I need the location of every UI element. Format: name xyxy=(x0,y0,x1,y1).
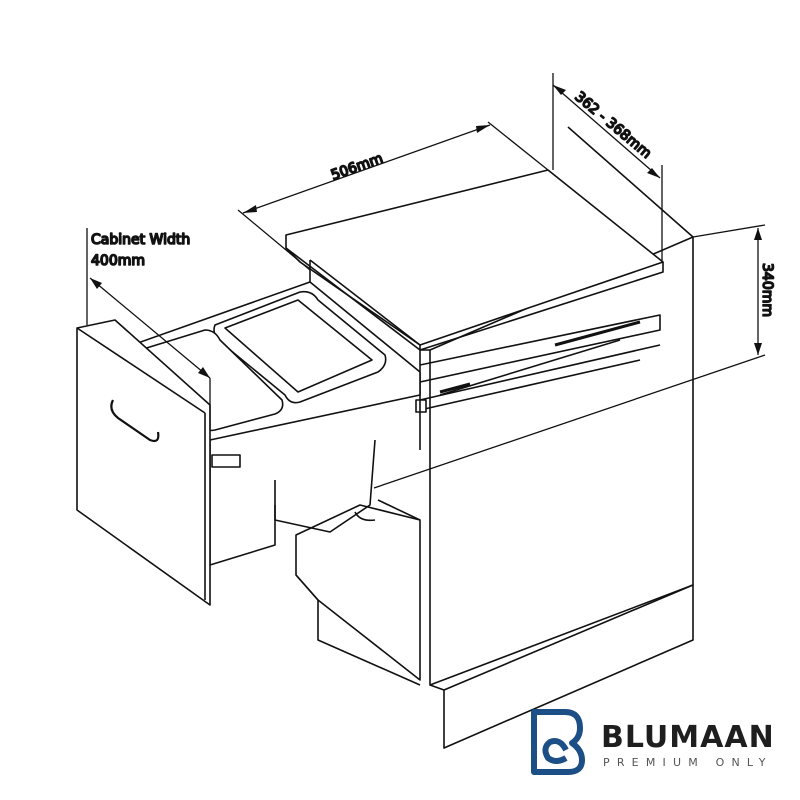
brand-tagline: PREMIUM ONLY xyxy=(603,756,773,769)
arrowheads xyxy=(90,85,762,378)
brand-logo-icon xyxy=(531,709,585,775)
cabinet-width-title: Cabinet Width xyxy=(91,232,190,248)
brand-name: BLUMAAN xyxy=(601,720,775,755)
internal-width-label: 362 - 368mm xyxy=(571,89,654,162)
depth-label: 506mm xyxy=(329,151,385,184)
cabinet xyxy=(285,126,694,749)
height-label: 340mm xyxy=(759,263,775,317)
lower-drawer xyxy=(295,504,421,686)
cabinet-width-value: 400mm xyxy=(91,253,145,269)
dimensions xyxy=(86,73,766,489)
drawer-front xyxy=(76,319,211,606)
handle-icon xyxy=(110,399,160,443)
